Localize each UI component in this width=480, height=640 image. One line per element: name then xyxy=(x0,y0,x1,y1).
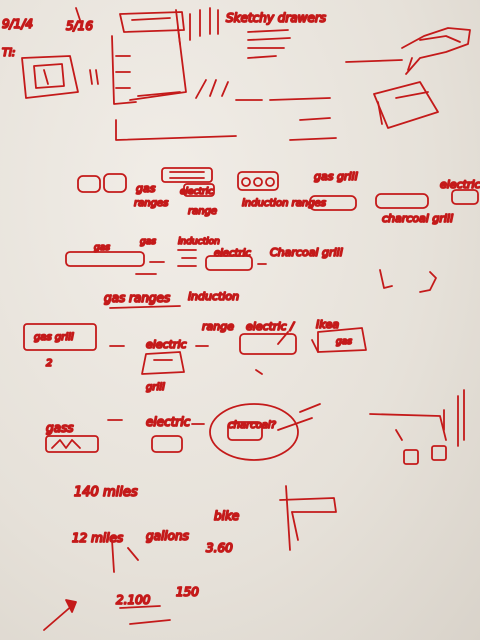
label-grill: grill xyxy=(146,382,165,393)
label-electric-2: electric xyxy=(214,248,251,259)
note-150: 150 xyxy=(176,585,199,599)
note-two: 2 xyxy=(46,358,52,369)
row-2-sketch xyxy=(65,249,437,309)
label-gass: gass xyxy=(46,421,73,435)
label-electric-4: electric / xyxy=(246,320,295,333)
label-induction-ranges: induction ranges xyxy=(242,198,326,209)
label-charcoal: charcoal? xyxy=(228,420,277,431)
label-induction-3: induction xyxy=(188,290,239,303)
label-induction-2: induction xyxy=(178,237,220,247)
note-sketchy-drawers: Sketchy drawers xyxy=(226,11,326,25)
label-charcoal-grill-2: Charcoal grill xyxy=(270,246,343,259)
note-bike: bike xyxy=(214,509,239,523)
label-gas-ranges: gas ranges xyxy=(104,291,170,305)
label-gas-4: gas xyxy=(336,337,352,347)
note-3-60: 3.60 xyxy=(206,541,233,555)
note-140-miles: 140 miles xyxy=(74,485,138,500)
label-range-2: range xyxy=(202,320,234,333)
row-4-sketch xyxy=(45,389,465,465)
label-range: range xyxy=(188,206,217,217)
top-left-doodles xyxy=(21,7,99,99)
label-gas: gas xyxy=(136,182,156,195)
label-gas-grill-2: gas grill xyxy=(34,332,74,343)
label-electric: electric xyxy=(180,187,213,197)
label-electric-top: electric xyxy=(440,178,480,191)
label-electric-5: electric xyxy=(146,415,191,429)
label-gas-3: gas xyxy=(140,237,156,247)
bottom-sketch xyxy=(43,485,337,631)
row-3-sketch xyxy=(23,323,367,375)
note-side: Ti: xyxy=(2,46,15,59)
note-2-100: 2.100 xyxy=(116,593,151,607)
note-date: 9/1/4 xyxy=(2,17,33,31)
note-gallons: gallons xyxy=(146,529,189,543)
cabinet-sketch xyxy=(111,7,337,141)
label-charcoal-grill: charcoal grill xyxy=(382,212,453,225)
label-gas-grill: gas grill xyxy=(314,170,358,183)
label-ranges: ranges xyxy=(134,198,168,209)
label-ikea: Ikea xyxy=(316,318,339,331)
label-gas-2: gas xyxy=(94,243,110,253)
row-1-icons xyxy=(77,167,479,211)
note-fraction: 5/16 xyxy=(66,19,93,33)
top-right-sketch xyxy=(345,27,471,129)
note-12-miles: 12 miles xyxy=(72,531,123,545)
label-electric-3: electric xyxy=(146,338,187,351)
